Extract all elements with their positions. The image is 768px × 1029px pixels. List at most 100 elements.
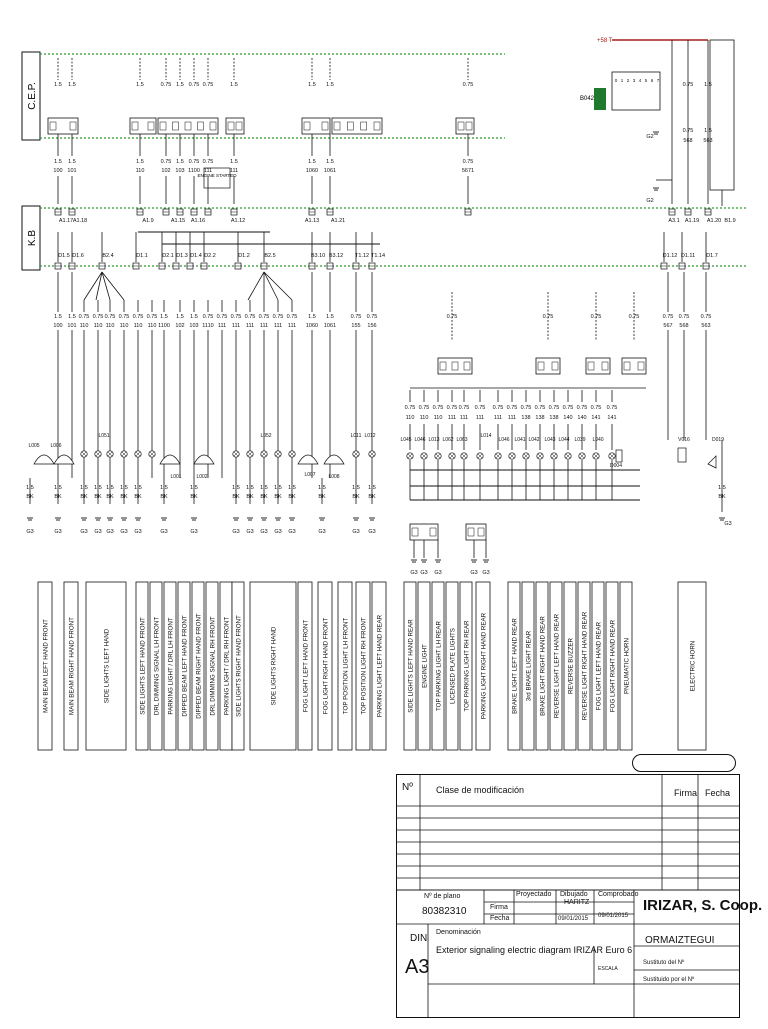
rear-gauge: 0.75: [549, 405, 560, 411]
label-column-text: PNEUMATIC HORN: [624, 638, 631, 694]
label-column-text: FOG LIGHT RIGHT HAND REAR: [610, 619, 617, 712]
d-pin-label: B3.12: [329, 253, 343, 259]
label-column-text: REVERSE LIGHT LEFT HAND REAR: [554, 613, 561, 718]
dibujado-label: Dibujado: [560, 891, 588, 898]
bottom-gauge: 1.5: [260, 485, 268, 491]
fanout: [95, 271, 103, 301]
fanout: [101, 271, 111, 301]
label-column-text: SIDE LIGHTS RIGHT HAND FRONT: [236, 615, 243, 717]
kb-pin-label: A3.1: [668, 218, 679, 224]
ground-label: G3: [352, 529, 359, 535]
mid-num: 1110: [202, 323, 213, 329]
date-drawn: 09/01/2015: [558, 916, 589, 922]
label-column-text: SIDE LIGHTS RIGHT HAND: [271, 626, 278, 705]
right-mid-gauge: 0.75: [663, 314, 674, 320]
label-column-text: SIDE LIGHTS LEFT HAND REAR: [408, 619, 415, 713]
lamp-x2: [289, 451, 295, 457]
mid-num: 110: [148, 323, 157, 329]
cep-connector-pin: [197, 121, 204, 131]
label-column-text: REVERSE BUZZER: [568, 637, 575, 694]
kb-pin-label: A1.19: [685, 218, 699, 224]
ground-label: G3: [80, 529, 87, 535]
rear-connector-a-pin: [451, 361, 459, 371]
rear-num: 138: [535, 415, 544, 421]
label-column-text: PARKING LIGHT RIGHT HAND REAR: [481, 612, 488, 719]
cep-connector-pin: [360, 121, 367, 131]
top-wire-gauge: 1.5: [704, 82, 712, 88]
d-pin-label: T1.12: [355, 253, 369, 259]
label-column-text: BRAKE LIGHT RIGHT HAND REAR: [540, 616, 547, 716]
load-left-label: L006: [50, 443, 61, 449]
pneumatic-horn: [677, 447, 687, 463]
label-column-text: TOP POSITION LIGHT LH FRONT: [343, 618, 350, 714]
rear-gauge: 0.75: [507, 405, 518, 411]
rear-gauge: 0.75: [521, 405, 532, 411]
bottom-gauge: 1.5: [368, 485, 376, 491]
rear-lower-connector-pin: [467, 527, 475, 537]
rear-lamp-x2: [435, 453, 441, 459]
relay-pin-label: 1: [621, 78, 624, 83]
g2-label-b: G2: [646, 198, 653, 204]
label-column-box: [549, 581, 563, 751]
label-column-box: [563, 581, 577, 751]
cep-connector-pin: [209, 121, 217, 131]
format-label: A3: [405, 956, 430, 978]
d-pin-label: B2.5: [264, 253, 275, 259]
mid-num: 110: [80, 323, 89, 329]
label-column-text: PARKING LIGHT LEFT HAND REAR: [377, 614, 384, 717]
door-box: [709, 39, 735, 191]
bottom-gauge: 1.5: [352, 485, 360, 491]
relay-id: B042: [580, 96, 595, 102]
bottom-color: BK: [368, 494, 376, 500]
rear-top-gauge: 0.75: [629, 314, 640, 320]
cep-gauge: 1.5: [68, 159, 76, 165]
cep-num: 111: [230, 168, 238, 174]
d-pin-label: D1.7: [706, 253, 718, 259]
denominacion-text: Exterior signaling electric diagram IRIZ…: [436, 945, 633, 955]
rear-connector-d-pin: [623, 361, 631, 371]
bottom-gauge: 1.5: [318, 485, 326, 491]
load-right-label: D019: [712, 437, 724, 443]
kb-pin-label: A1.9: [142, 218, 153, 224]
relay-pin-label: 0: [615, 78, 618, 83]
cep-num: 103: [175, 168, 184, 174]
load-right-label: L043: [544, 437, 555, 443]
top-wire-gauge: 1.5: [230, 82, 238, 88]
kb-pin-label: A1.15: [171, 218, 185, 224]
horn-ground-label: G3: [724, 521, 731, 527]
d-pin-label: D1.3: [176, 253, 188, 259]
rear-num: 140: [577, 415, 586, 421]
label-column-text: TOP PARKING LIGHT RH REAR: [464, 620, 471, 712]
location: ORMAIZTEGUI: [645, 935, 715, 946]
cep-connector-pin: [235, 121, 243, 131]
rear-connector-b-pin: [551, 361, 559, 371]
bottom-gauge: 1.5: [54, 485, 62, 491]
date-checked: 09/01/2015: [598, 913, 629, 919]
load-left-label: L051: [98, 433, 109, 439]
label-column-box: [63, 581, 79, 751]
bottom-color: BK: [274, 494, 282, 500]
label-column-text: ENGINE LIGHT: [422, 644, 429, 688]
firma-label: Firma: [490, 904, 508, 911]
d-pin-label: T1.14: [371, 253, 385, 259]
bottom-color: BK: [246, 494, 254, 500]
label-column-box: [163, 581, 177, 751]
rear-gauge: 0.75: [475, 405, 486, 411]
label-column-text: DRL DIMMING SIGNAL RH FRONT: [210, 616, 217, 715]
mid-gauge: 1.5: [308, 314, 316, 320]
bottom-color: BK: [160, 494, 168, 500]
cep-connector: [331, 117, 383, 135]
mid-num: 101: [67, 323, 76, 329]
bottom-gauge: 1.5: [94, 485, 102, 491]
label-column-box: [475, 581, 491, 751]
rear-gauge: 0.75: [405, 405, 416, 411]
bottom-gauge: 1.5: [190, 485, 198, 491]
label-column-text: PARKING LIGHT / DRL LH FRONT: [168, 617, 175, 714]
cep-num: 1100: [188, 168, 200, 174]
ground-label: G3: [232, 529, 239, 535]
label-column-box: [297, 581, 313, 751]
lamp-x2: [149, 451, 155, 457]
rear-connector-d-pin: [637, 361, 645, 371]
fecha-label: Fecha: [490, 915, 510, 922]
mid-gauge: 0.75: [133, 314, 144, 320]
